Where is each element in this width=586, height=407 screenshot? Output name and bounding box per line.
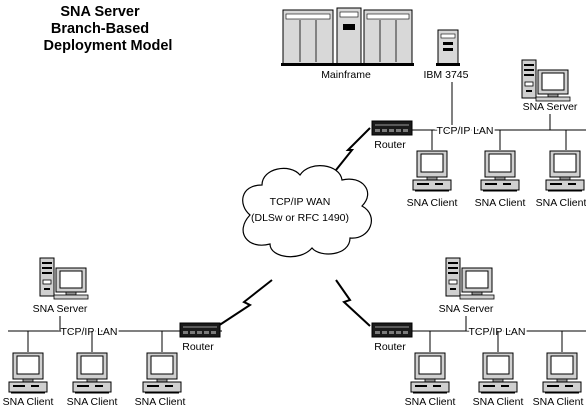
top-right-client-3-label: SNA Client [536, 197, 586, 209]
mainframe-icon [281, 7, 414, 66]
top-right-client-3-icon [545, 150, 585, 192]
wan-link-bottom-left [217, 279, 273, 327]
top-right-client-1-icon [412, 150, 452, 192]
mainframe-label: Mainframe [321, 69, 371, 81]
wan-label-line-1: TCP/IP WAN [270, 196, 331, 208]
top-right-server-label: SNA Server [523, 101, 578, 113]
ibm-3745-label: IBM 3745 [424, 69, 469, 81]
top-right-client-1-label: SNA Client [407, 197, 458, 209]
bottom-left-client-2-label: SNA Client [67, 396, 118, 407]
bottom-right-client-3-icon [542, 352, 582, 394]
bottom-left-client-3-label: SNA Client [135, 396, 186, 407]
bottom-right-client-2-label: SNA Client [473, 396, 524, 407]
bottom-right-lan-label: TCP/IP LAN [469, 326, 526, 338]
bottom-left-client-2-icon [72, 352, 112, 394]
bottom-left-lan-label: TCP/IP LAN [61, 326, 118, 338]
bottom-left-server-label: SNA Server [33, 303, 88, 315]
bottom-right-client-1-label: SNA Client [405, 396, 456, 407]
bottom-right-client-3-label: SNA Client [533, 396, 584, 407]
top-right-server-icon [521, 59, 571, 102]
bottom-left-router-label: Router [182, 341, 214, 353]
wan-label-line-2: (DLSw or RFC 1490) [251, 212, 349, 224]
bottom-right-client-2-icon [478, 352, 518, 394]
title-line-3: Deployment Model [44, 38, 173, 54]
top-right-router-icon [371, 120, 413, 136]
title-line-1: SNA Server [60, 4, 140, 20]
top-right-client-2-label: SNA Client [475, 197, 526, 209]
bottom-right-router-icon [371, 322, 413, 338]
bottom-right-router-label: Router [374, 341, 406, 353]
bottom-left-server-icon [39, 257, 89, 300]
top-right-router-label: Router [374, 139, 406, 151]
bottom-left-client-1-label: SNA Client [3, 396, 54, 407]
title-line-2: Branch-Based [51, 21, 149, 37]
ibm-3745-icon [436, 29, 460, 66]
wan-cloud [242, 165, 372, 258]
top-right-client-2-icon [480, 150, 520, 192]
bottom-right-client-1-icon [410, 352, 450, 394]
bottom-right-server-icon [445, 257, 495, 300]
bottom-left-router-icon [179, 322, 221, 338]
wan-link-top-right [335, 127, 371, 171]
wan-link-bottom-right [335, 279, 371, 327]
bottom-left-client-3-icon [142, 352, 182, 394]
bottom-right-server-label: SNA Server [439, 303, 494, 315]
top-right-lan-label: TCP/IP LAN [437, 125, 494, 137]
bottom-left-client-1-icon [8, 352, 48, 394]
